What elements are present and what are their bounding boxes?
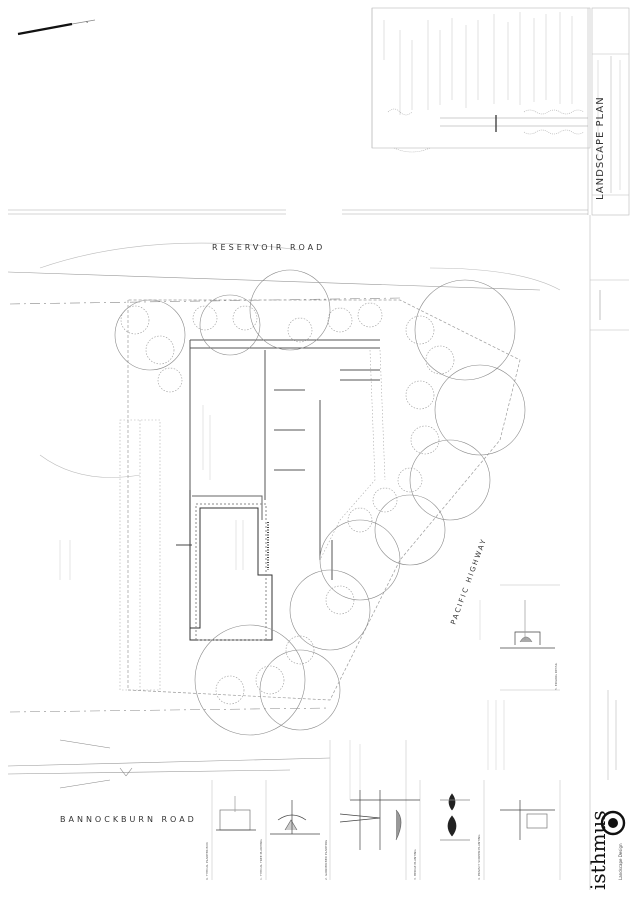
detail-titles: 1. TYPICAL TREE PLANTING 2. GARDEN BED P… <box>205 663 558 880</box>
south-road-label: BANNOCKBURN ROAD <box>60 815 197 824</box>
logo-strip <box>589 215 629 890</box>
north-road-label: RESERVOIR ROAD <box>212 243 325 252</box>
firm-subtitle: Landscape Design <box>618 843 623 880</box>
building-footprint <box>176 490 273 641</box>
east-hedge <box>319 349 386 561</box>
driveway-lines <box>189 339 380 580</box>
detail-title-5: 5. EDGING DETAIL <box>554 663 558 690</box>
detail-panels <box>211 584 561 880</box>
road-kerbs <box>7 209 588 775</box>
plan-annotations <box>59 405 505 800</box>
east-road-label: PACIFIC HIGHWAY <box>449 537 488 626</box>
detail-planter-box <box>216 796 256 831</box>
detail-hedge <box>440 793 470 841</box>
north-arrow-label: N <box>86 20 88 24</box>
west-hedge <box>119 419 161 691</box>
title-block <box>371 7 630 216</box>
detail-garden-bed <box>339 790 420 850</box>
detail-edging <box>500 600 555 649</box>
drawing-title: LANDSCAPE PLAN <box>595 96 606 200</box>
road-direction-marks <box>59 739 133 789</box>
detail-title-6: 6. TYPICAL PLANTER BOX <box>205 842 209 880</box>
firm-logo-text: isthmus <box>586 810 610 890</box>
site-boundary <box>127 299 521 701</box>
firm-logo: isthmus Landscape Design <box>586 810 626 890</box>
detail-title-4: 4. PRIVACY SCREEN PLANTING <box>477 834 481 880</box>
tree-canopies <box>114 269 526 736</box>
detail-title-3: 3. HEDGE PLANTING <box>413 849 417 880</box>
detail-tree-planting <box>270 800 320 835</box>
scale-bar: N <box>17 19 96 36</box>
detail-title-2: 2. GARDEN BED PLANTING <box>324 839 328 880</box>
shrub-clusters <box>120 302 455 705</box>
detail-privacy-screen <box>500 800 555 840</box>
detail-title-1: 1. TYPICAL TREE PLANTING <box>259 839 263 880</box>
